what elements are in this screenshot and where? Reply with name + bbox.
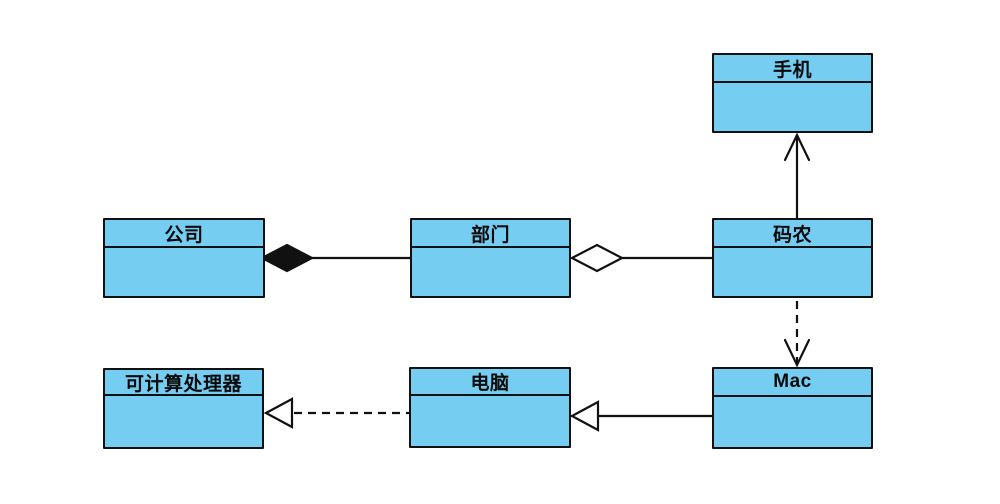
edge-dependency-coder-depends-on-mac [783, 298, 811, 368]
filled-diamond-icon [259, 243, 315, 273]
class-name: 码农 [772, 224, 812, 246]
open-arrowhead-icon [783, 132, 811, 162]
uml-class-company: 公司 [103, 218, 265, 298]
edge-composition-company-owns-department [259, 243, 410, 273]
uml-class-computer: 电脑 [409, 367, 571, 448]
uml-class-department: 部门 [410, 218, 571, 298]
edge-realization-computer-implements-processor [263, 397, 409, 429]
class-attributes-compartment [714, 83, 871, 131]
edge-generalization-mac-extends-computer [569, 400, 712, 432]
uml-class-mac: Mac [712, 367, 873, 449]
class-attributes-compartment [105, 248, 263, 296]
class-attributes-compartment [412, 248, 569, 296]
edge-aggregation-department-aggregates-coder [569, 243, 712, 273]
hollow-triangle-icon [263, 397, 294, 429]
class-name: 手机 [772, 59, 812, 81]
open-arrowhead-icon [783, 338, 811, 368]
uml-class-computable-processor: 可计算处理器 [103, 368, 264, 449]
edge-association-coder-uses-phone [783, 132, 811, 218]
class-attributes-compartment [714, 397, 871, 447]
hollow-triangle-icon [569, 400, 600, 432]
class-name: 部门 [470, 224, 510, 246]
uml-class-phone: 手机 [712, 53, 873, 133]
uml-class-coder: 码农 [712, 218, 873, 298]
class-attributes-compartment [411, 396, 569, 446]
class-name: Mac [773, 371, 812, 392]
hollow-diamond-icon [569, 243, 625, 273]
class-name: 公司 [164, 224, 204, 246]
class-attributes-compartment [105, 396, 262, 447]
class-name: 电脑 [470, 373, 510, 394]
class-attributes-compartment [714, 248, 871, 296]
class-name: 可计算处理器 [124, 373, 242, 395]
